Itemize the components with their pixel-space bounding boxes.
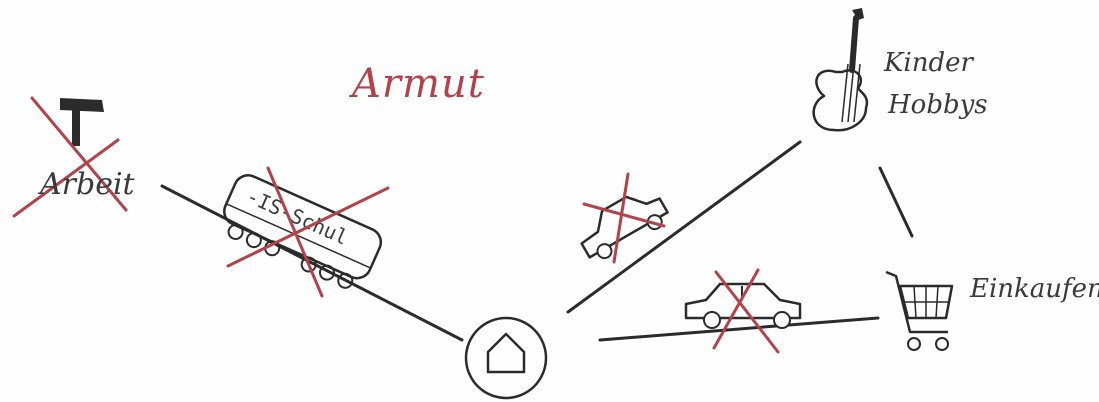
guitar-icon <box>812 8 869 132</box>
car-lower-cross-icon <box>712 268 780 354</box>
line-hobbies-to-shopping <box>878 166 914 238</box>
label-arbeit: Arbeit <box>40 167 135 202</box>
label-kinder: Kinder <box>884 48 973 78</box>
label-hobbys: Hobbys <box>888 90 988 120</box>
diagram-title: Armut <box>352 61 485 107</box>
label-einkaufen: Einkaufen <box>970 274 1099 304</box>
line-home-to-hobbies <box>566 140 802 314</box>
bus-cross-icon <box>226 166 390 298</box>
bus-icon: -IS-Schul <box>223 174 383 289</box>
shopping-cart-icon <box>885 270 954 351</box>
car-cross-icon <box>582 172 666 264</box>
car-icon-lower <box>684 282 802 329</box>
car-icon <box>580 195 669 260</box>
arbeit-cross-icon <box>12 96 128 218</box>
line-home-to-work <box>160 184 464 342</box>
home-icon <box>464 316 548 400</box>
hammer-icon <box>60 98 104 146</box>
line-home-to-shopping <box>598 316 880 342</box>
